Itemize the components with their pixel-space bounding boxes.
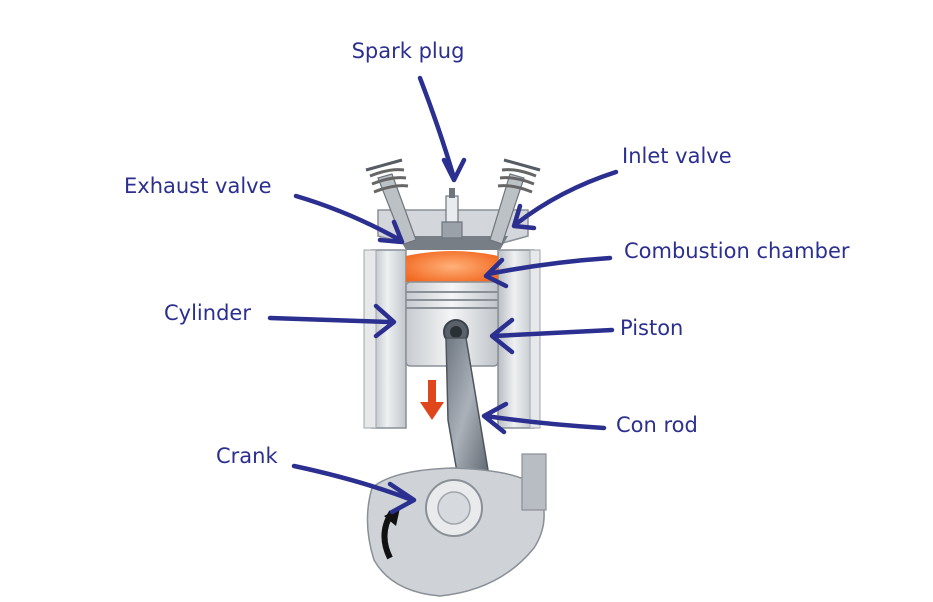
engine-illustration: [363, 158, 547, 597]
arrow-spark-plug: [417, 75, 467, 183]
arrow-exhaust-valve: [293, 193, 405, 245]
combustion-chamber-fill: [406, 251, 498, 282]
label-inlet-valve: Inlet valve: [622, 144, 732, 168]
arrow-combustion: [483, 255, 613, 289]
pointer-arrows: [267, 75, 619, 515]
spark-plug-shape: [441, 188, 463, 239]
label-piston: Piston: [620, 316, 683, 340]
arrow-piston: [489, 317, 615, 355]
label-con-rod: Con rod: [616, 413, 698, 437]
inlet-valve-shape: [489, 158, 541, 245]
arrow-cylinder: [267, 303, 397, 339]
arrow-crank: [291, 463, 417, 515]
cylinder-wall-left: [371, 249, 407, 429]
arrow-con-rod: [481, 401, 607, 435]
label-exhaust-valve: Exhaust valve: [124, 174, 272, 198]
label-combustion-chamber: Combustion chamber: [624, 239, 850, 263]
label-crank: Crank: [216, 444, 278, 468]
arrow-inlet-valve: [511, 169, 619, 231]
label-cylinder: Cylinder: [164, 301, 251, 325]
cylinder-wall-right: [497, 249, 535, 429]
label-spark-plug: Spark plug: [352, 39, 465, 63]
piston-down-arrow: [420, 402, 444, 420]
